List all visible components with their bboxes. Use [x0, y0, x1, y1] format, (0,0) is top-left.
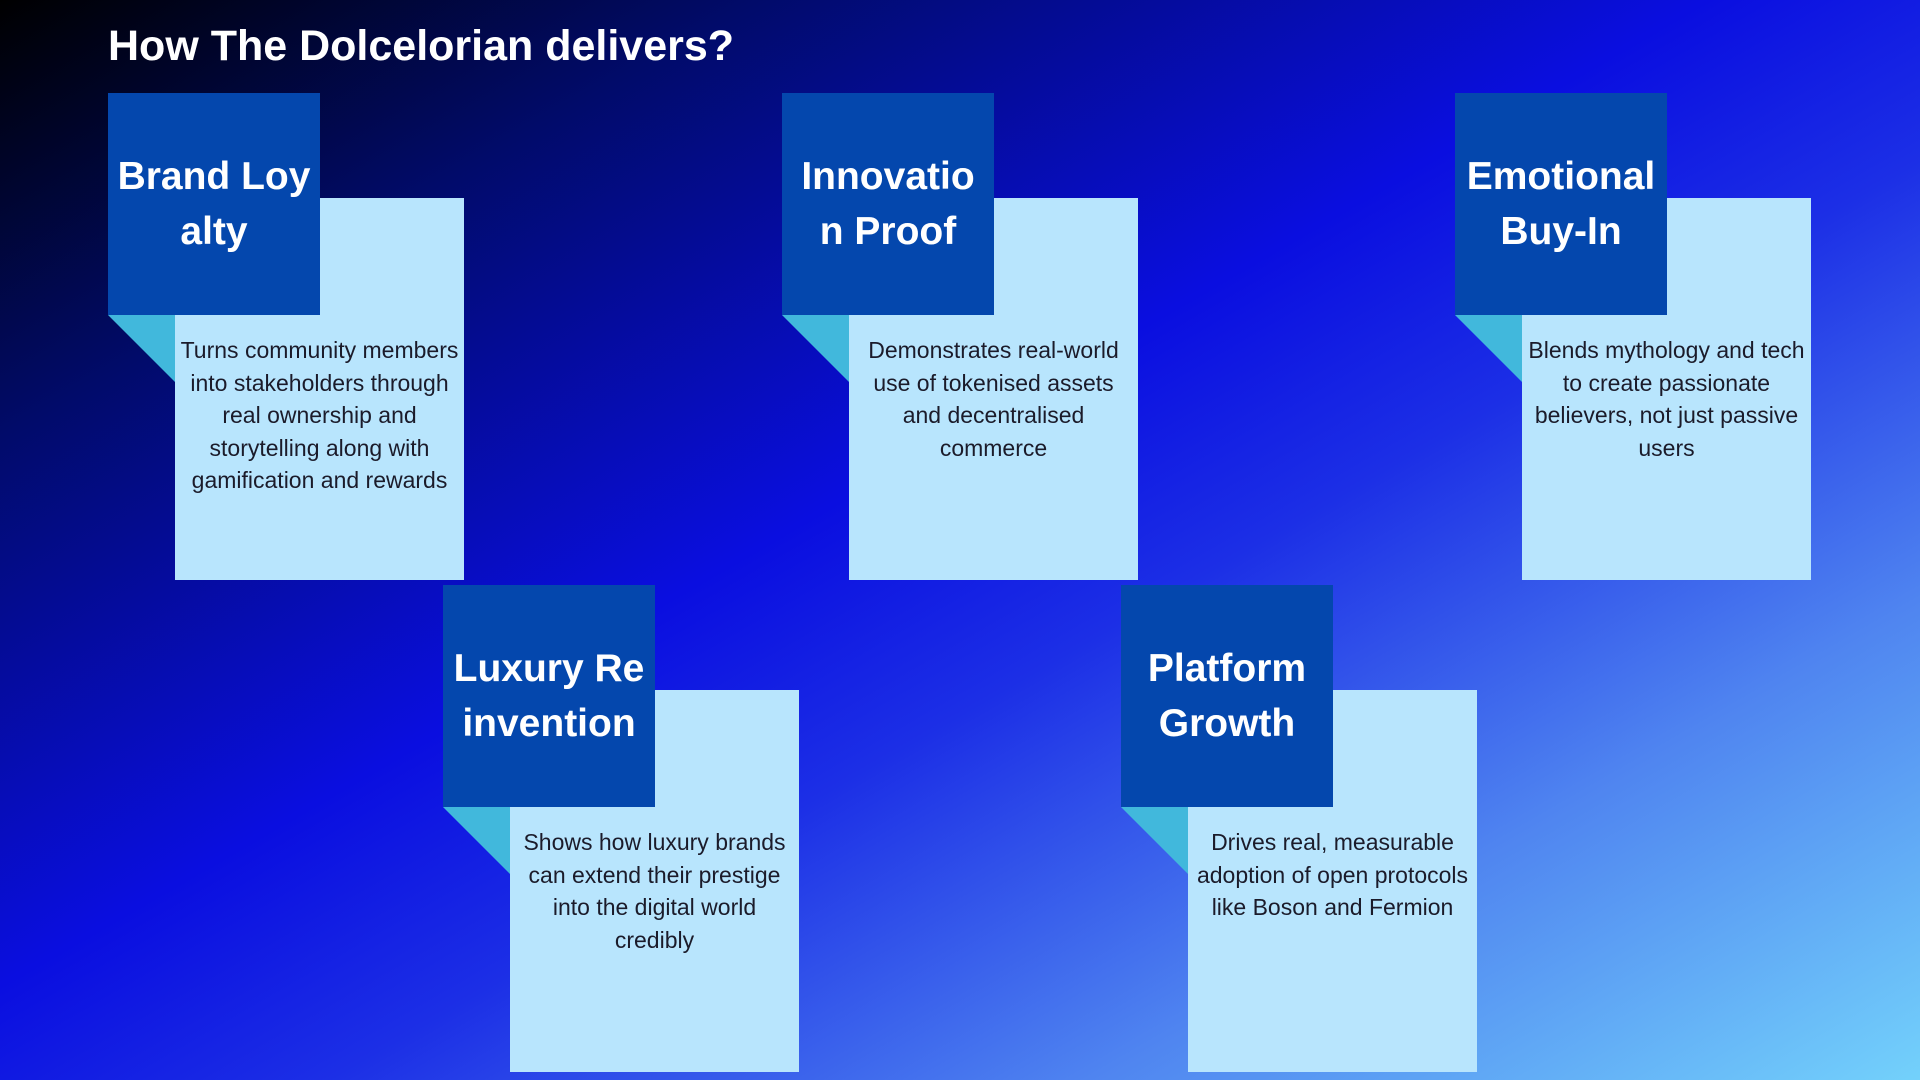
card-fold — [108, 315, 176, 383]
card-title: Brand Loyalty — [117, 155, 311, 253]
card-brand-loyalty: Turns community members into stakeholder… — [108, 93, 464, 580]
card-fold — [1455, 315, 1523, 383]
card-innovation-proof: Demonstrates real-world use of tokenised… — [782, 93, 1138, 580]
card-tab: Platform Growth — [1121, 585, 1333, 807]
card-title: Platform Growth — [1147, 647, 1307, 745]
card-description: Drives real, measurable adoption of open… — [1196, 829, 1469, 921]
card-tab: Emotional Buy-In — [1455, 93, 1667, 315]
card-tab: Innovation Proof — [782, 93, 994, 315]
card-tab: Luxury Reinvention — [443, 585, 655, 807]
card-fold — [443, 807, 511, 875]
card-platform-growth: Drives real, measurable adoption of open… — [1121, 585, 1477, 1072]
card-emotional-buy-in: Blends mythology and tech to create pass… — [1455, 93, 1811, 580]
card-title: Innovation Proof — [801, 155, 975, 253]
card-fold — [1121, 807, 1189, 875]
card-luxury-reinvention: Shows how luxury brands can extend their… — [443, 585, 799, 1072]
card-title: Emotional Buy-In — [1466, 155, 1656, 253]
card-tab: Brand Loyalty — [108, 93, 320, 315]
card-description: Blends mythology and tech to create pass… — [1528, 337, 1805, 461]
card-description: Turns community members into stakeholder… — [180, 337, 459, 494]
slide-title: How The Dolcelorian delivers? — [108, 22, 735, 70]
card-title: Luxury Reinvention — [453, 647, 645, 745]
card-description: Shows how luxury brands can extend their… — [523, 829, 786, 953]
card-description: Demonstrates real-world use of tokenised… — [868, 337, 1119, 461]
card-fold — [782, 315, 850, 383]
